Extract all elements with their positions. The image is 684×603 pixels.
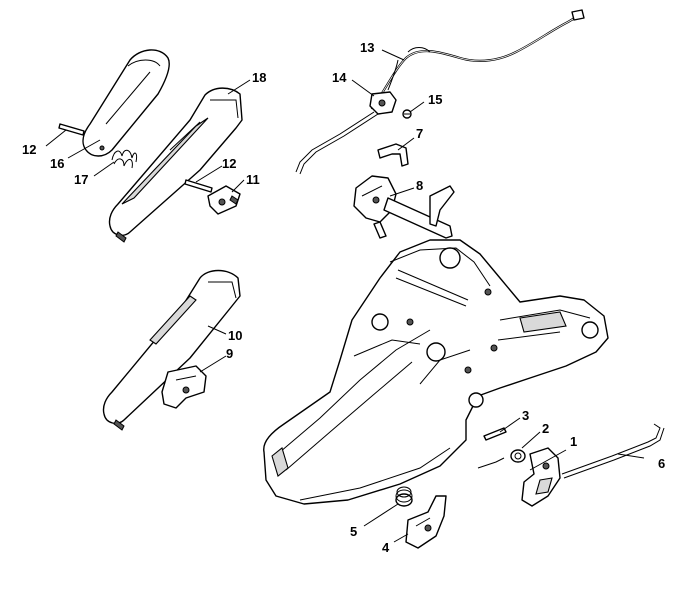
part-16-handle-molding	[82, 49, 170, 157]
callout-12-middle: 12	[222, 156, 236, 171]
part-14-cable-anchor	[369, 91, 397, 115]
callout-10: 10	[228, 328, 242, 343]
callout-14: 14	[332, 70, 347, 85]
part-15-screw	[402, 109, 412, 119]
callout-6: 6	[658, 456, 665, 471]
callout-7: 7	[416, 126, 423, 141]
part-8-shaft-lever	[353, 175, 455, 239]
callout-4: 4	[382, 540, 390, 555]
callout-5: 5	[350, 524, 357, 539]
callout-15: 15	[428, 92, 442, 107]
part-13-throttle-cable	[370, 9, 585, 110]
part-18-handle-frame	[108, 87, 243, 243]
part-3-pin	[483, 427, 507, 441]
callout-17: 17	[74, 172, 88, 187]
callout-18: 18	[252, 70, 266, 85]
callout-9: 9	[226, 346, 233, 361]
part-12-pin-left	[58, 123, 85, 136]
leader-lines	[45, 49, 645, 543]
callout-8: 8	[416, 178, 423, 193]
main-housing	[263, 239, 609, 505]
part-17-spring	[111, 149, 137, 169]
part-10-handle-molding	[102, 269, 241, 431]
part-7-clip	[377, 143, 409, 167]
part-2-spring	[477, 449, 526, 469]
part-6-rod	[561, 423, 665, 479]
throttle-rod	[295, 111, 379, 175]
part-9-throttle-trigger	[161, 365, 207, 409]
part-11-lever	[207, 185, 241, 215]
part-1-lever	[521, 447, 561, 507]
callout-16: 16	[50, 156, 64, 171]
callout-11: 11	[246, 172, 260, 187]
callout-12-left: 12	[22, 142, 36, 157]
callout-13: 13	[360, 40, 374, 55]
part-12-pin-middle	[184, 179, 213, 193]
callout-1: 1	[570, 434, 577, 449]
callout-2: 2	[542, 421, 549, 436]
part-5-spring	[395, 486, 413, 507]
part-4-interlock	[405, 495, 447, 549]
callout-labels: 1 2 3 4 5 6 7 8 9 10 11 12 12 13 14 15 1…	[22, 40, 665, 555]
callout-3: 3	[522, 408, 529, 423]
